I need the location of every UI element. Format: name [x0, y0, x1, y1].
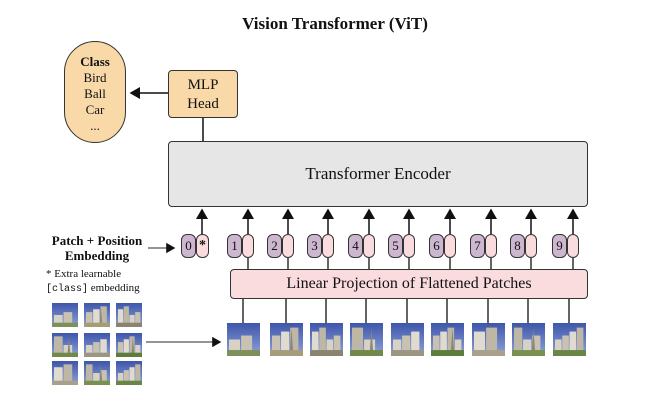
sequence-patch-4	[350, 323, 383, 356]
grid-patch-7	[52, 361, 78, 385]
grid-patch-6	[116, 333, 142, 357]
grid-patch-8	[84, 361, 110, 385]
grid-patch-1	[52, 303, 78, 327]
token-arrows	[196, 208, 579, 234]
grid-patch-4	[52, 333, 78, 357]
patch-projection-lines	[242, 299, 570, 323]
sequence-patch-3	[310, 323, 343, 356]
sequence-patch-8	[512, 323, 545, 356]
grid-patch-9	[116, 361, 142, 385]
projection-token-lines	[247, 258, 574, 269]
sequence-patch-7	[472, 323, 505, 356]
sequence-patch-2	[270, 323, 303, 356]
grid-patch-3	[116, 303, 142, 327]
grid-patch-5	[84, 333, 110, 357]
sequence-patch-1	[227, 323, 260, 356]
patch-sequence	[227, 323, 586, 356]
patch-grid	[52, 303, 142, 385]
sequence-patch-5	[391, 323, 424, 356]
sequence-patch-9	[553, 323, 586, 356]
grid-patch-2	[84, 303, 110, 327]
sequence-patch-6	[431, 323, 464, 356]
